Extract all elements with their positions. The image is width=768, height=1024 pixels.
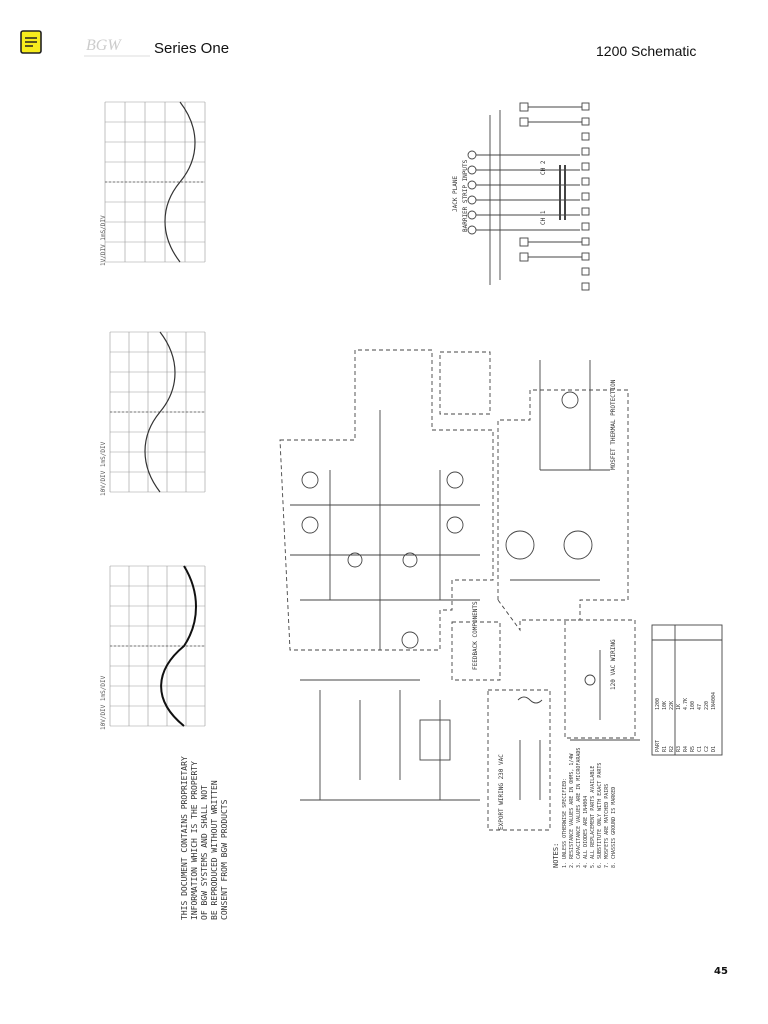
table-cell: 22K (669, 700, 675, 710)
scope-trace-1: 1V/DIV 1mS/DIV (100, 98, 210, 268)
table-header: 1200 (655, 697, 661, 710)
brand-logo: BGW (84, 37, 150, 57)
table-cell: R5 (690, 745, 696, 752)
us-wiring-label: 120 VAC WIRING (610, 639, 617, 690)
table-cell: R2 (669, 745, 675, 752)
table-cell: R4 (683, 745, 689, 752)
scope-trace-2: 10V/DIV 1mS/DIV (100, 328, 210, 498)
table-cell: C1 (697, 745, 703, 752)
table-cell: 4.7K (683, 697, 689, 710)
table-cell: 1K (676, 703, 682, 710)
table-header: PART (655, 739, 661, 752)
table-cell: 10K (662, 700, 668, 710)
barrier-strip-label: BARRIER STRIP INPUTS (462, 159, 469, 232)
series-title: Series One (154, 40, 230, 57)
notes-title: NOTES: (552, 842, 560, 868)
scope-trace-3: 10V/DIV 1mS/DIV (100, 562, 210, 732)
note-line: 3. CAPACITANCE VALUES ARE IN MICROFARADS (576, 747, 582, 868)
table-cell: 220 (704, 700, 710, 710)
table-cell: 100 (690, 700, 696, 710)
table-cell: R3 (676, 745, 682, 752)
note-line: 4. ALL DIODES ARE 1N4004 (583, 795, 589, 868)
note-line: 7. MOSFETS ARE MATCHED PAIRS (604, 783, 610, 868)
schematic-title: 1200 Schematic (596, 43, 697, 59)
table-cell: R1 (662, 745, 668, 752)
feedback-label: FEEDBACK COMPONENTS (472, 601, 479, 670)
svg-text:BGW: BGW (86, 37, 122, 54)
note-icon[interactable] (20, 30, 42, 54)
page-number: 45 (714, 966, 728, 977)
note-line: 2. RESISTANCE VALUES ARE IN OHMS, 1/4W (569, 753, 575, 868)
table-cell: 1N4004 (711, 691, 717, 710)
table-cell: 47 (697, 703, 703, 710)
export-wiring-label: EXPORT WIRING 230 VAC (498, 754, 505, 830)
thermal-label: MOSFET THERMAL PROTECTION (610, 379, 617, 470)
note-line: 6. SUBSTITUTE ONLY WITH EXACT PARTS (597, 762, 603, 868)
ch2-label: CH 2 (540, 160, 547, 175)
table-cell: D1 (711, 745, 717, 752)
note-line: 8. CHASSIS GROUND IS MARKED (611, 786, 617, 868)
jack-plane-label: JACK PLANE (452, 175, 459, 212)
note-line: 1. UNLESS OTHERWISE SPECIFIED: (562, 777, 568, 868)
note-line: 5. ALL REPLACEMENT PARTS AVAILABLE (590, 765, 596, 868)
table-cell: C2 (704, 745, 710, 752)
ch1-label: CH 1 (540, 210, 547, 225)
